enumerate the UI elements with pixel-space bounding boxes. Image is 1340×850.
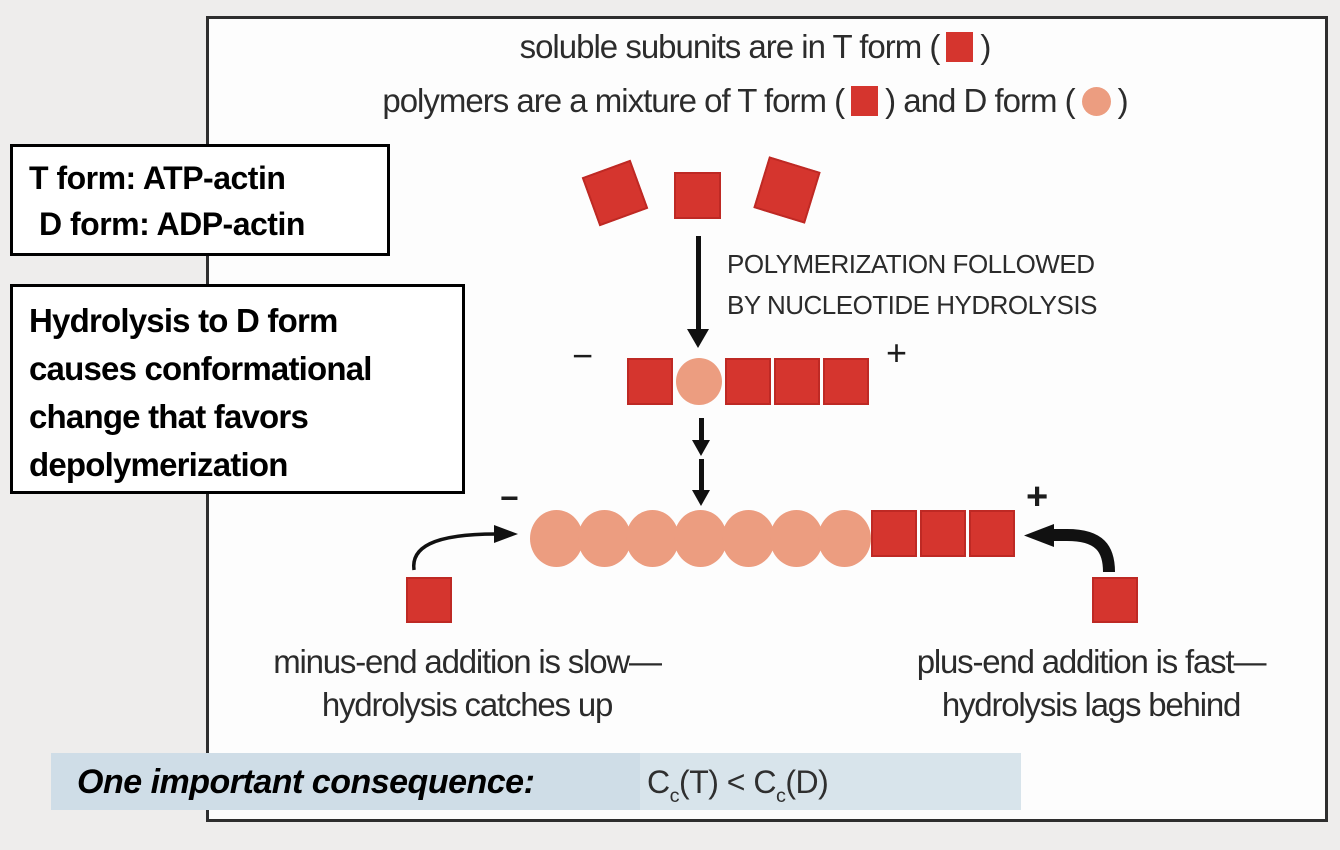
incoming-t-subunit-icon — [406, 577, 452, 623]
forms-note-box: T form: ATP-actin D form: ADP-actin — [10, 144, 390, 256]
legend-line-2: polymers are a mixture of T form ( ) and… — [225, 82, 1285, 120]
incoming-t-subunit-icon — [1092, 577, 1138, 623]
hydrolysis-note-line3: change that favors — [29, 398, 309, 435]
fast-addition-curved-arrow-icon — [1024, 524, 1115, 572]
d-form-circle-icon — [818, 510, 871, 567]
consequence-bar: One important consequence: Cc(T) < Cc(D) — [51, 753, 1021, 810]
intermediate-t-segment — [725, 358, 869, 405]
minus-end-caption: minus-end addition is slow— hydrolysis c… — [228, 640, 706, 726]
consequence-label: One important consequence: — [77, 763, 535, 801]
hydrolysis-note-line2: causes conformational — [29, 350, 372, 387]
d-form-circle-icon — [578, 510, 631, 567]
mature-filament-d-segment — [530, 510, 871, 567]
hydrolysis-note-box: Hydrolysis to D form causes conformation… — [10, 284, 465, 494]
formula-symbol: C — [647, 764, 670, 800]
plus-end-sign: + — [886, 332, 908, 373]
process-label-line2: BY NUCLEOTIDE HYDROLYSIS — [727, 290, 1097, 320]
formula-subscript: c — [669, 785, 680, 808]
formula-relation: (T) < C — [679, 764, 776, 800]
arrow-stem — [695, 236, 701, 329]
hydrolysis-note-line1: Hydrolysis to D form — [29, 302, 338, 339]
t-form-square-icon — [774, 358, 820, 405]
t-form-square-icon — [871, 510, 917, 557]
process-label: POLYMERIZATION FOLLOWED BY NUCLEOTIDE HY… — [727, 244, 1097, 326]
d-form-circle-icon — [1081, 86, 1111, 116]
minus-end-sign: − — [572, 335, 594, 376]
arrow-stem — [698, 418, 704, 440]
intermediate-filament — [627, 358, 869, 405]
arrow-head — [692, 440, 710, 456]
t-form-square-icon — [920, 510, 966, 557]
t-form-square-icon — [851, 86, 879, 116]
plus-end-sign: + — [1026, 476, 1049, 518]
arrow-stem — [698, 459, 704, 490]
critical-concentration-formula: Cc(T) < Cc(D) — [647, 764, 829, 808]
free-t-subunit-icon — [674, 172, 721, 219]
arrow-head — [692, 490, 710, 506]
down-arrow-icon — [692, 459, 710, 506]
plus-end-caption-line2: hydrolysis lags behind — [941, 686, 1241, 723]
t-form-square-icon — [823, 358, 869, 405]
consequence-bar-formula-background — [640, 753, 1021, 810]
plus-end-caption: plus-end addition is fast— hydrolysis la… — [852, 640, 1330, 726]
down-arrow-icon — [687, 236, 709, 348]
t-form-square-icon — [946, 32, 974, 62]
t-form-square-icon — [627, 358, 673, 405]
formula-symbol: (D) — [785, 764, 829, 800]
process-label-line1: POLYMERIZATION FOLLOWED — [727, 249, 1095, 279]
plus-end-caption-line1: plus-end addition is fast— — [916, 643, 1267, 680]
legend-line-1-text: soluble subunits are in T form ( — [519, 28, 941, 65]
d-form-circle-icon — [530, 510, 583, 567]
legend-line-1: soluble subunits are in T form ( ) — [225, 28, 1285, 66]
minus-end-caption-line1: minus-end addition is slow— — [273, 643, 662, 680]
d-form-circle-icon — [674, 510, 727, 567]
d-form-circle-icon — [722, 510, 775, 567]
d-form-circle-icon — [770, 510, 823, 567]
forms-note-line1: T form: ATP-actin — [29, 160, 286, 196]
legend-line-1-close: ) — [980, 28, 991, 65]
down-arrow-icon — [692, 418, 710, 456]
hydrolysis-note-line4: depolymerization — [29, 446, 288, 483]
minus-end-caption-line2: hydrolysis catches up — [321, 686, 613, 723]
d-form-circle-icon — [626, 510, 679, 567]
legend-line-2-text: polymers are a mixture of T form ( — [382, 82, 845, 119]
slow-addition-curved-arrow-icon — [412, 525, 518, 571]
legend-line-2-close: ) — [1117, 82, 1129, 119]
forms-note-line2: D form: ADP-actin — [39, 206, 305, 242]
arrow-head — [687, 329, 709, 348]
t-form-square-icon — [969, 510, 1015, 557]
legend-line-2-mid: ) and D form ( — [885, 82, 1076, 119]
minus-end-sign: − — [500, 480, 519, 516]
mature-filament-t-segment — [871, 510, 1015, 557]
d-form-circle-icon — [676, 358, 722, 405]
t-form-square-icon — [725, 358, 771, 405]
formula-subscript: c — [775, 785, 786, 808]
